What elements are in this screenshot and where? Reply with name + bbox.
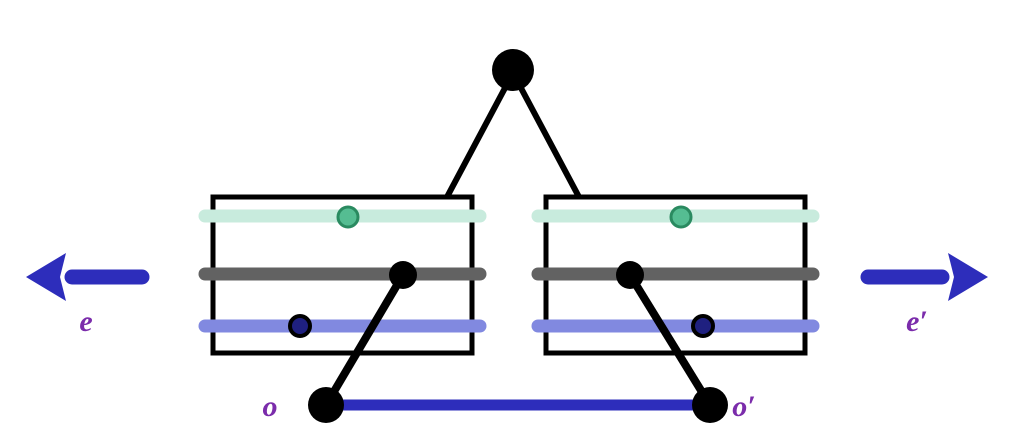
arrow-right-head (948, 253, 988, 301)
edge-root-right (518, 86, 582, 199)
right-mid-node (616, 261, 644, 289)
left-navy-node (288, 314, 312, 338)
right-green-node (669, 205, 693, 229)
edge-right-mid-base (626, 272, 714, 408)
arrow-left-icon (26, 253, 150, 301)
edge-root-left (444, 86, 508, 199)
arrow-right-icon (860, 253, 988, 301)
arrow-left-head (26, 253, 66, 301)
root-node (492, 49, 534, 91)
edge-left-mid-base (322, 272, 407, 408)
left-node-label: o (263, 390, 278, 423)
right-base-node (692, 387, 728, 423)
right-arrow-label: e′ (906, 305, 928, 338)
left-mid-node (389, 261, 417, 289)
right-navy-node (691, 314, 715, 338)
left-green-node (336, 205, 360, 229)
left-arrow-label: e (79, 305, 92, 338)
right-node-label: o′ (732, 390, 755, 423)
left-base-node (308, 387, 344, 423)
